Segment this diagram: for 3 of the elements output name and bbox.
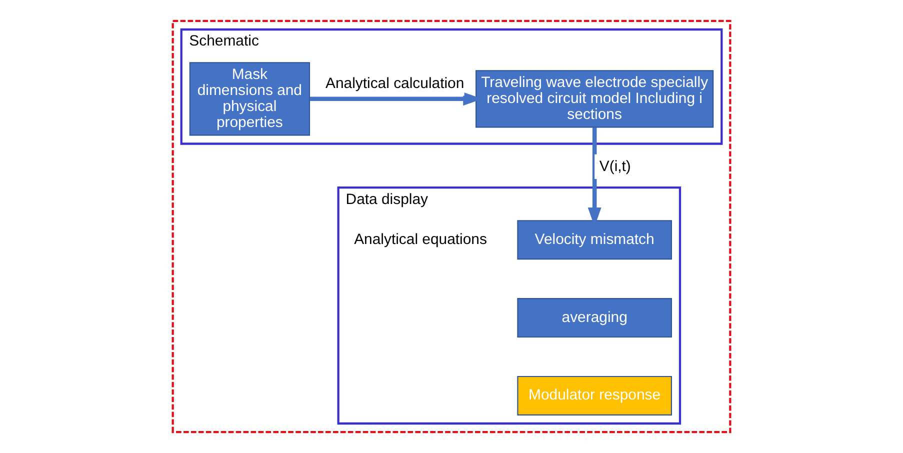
edge-label: Analytical calculation (326, 74, 464, 92)
label: Analytical equations (354, 230, 487, 248)
edge-label: V(i,t) (599, 158, 631, 176)
